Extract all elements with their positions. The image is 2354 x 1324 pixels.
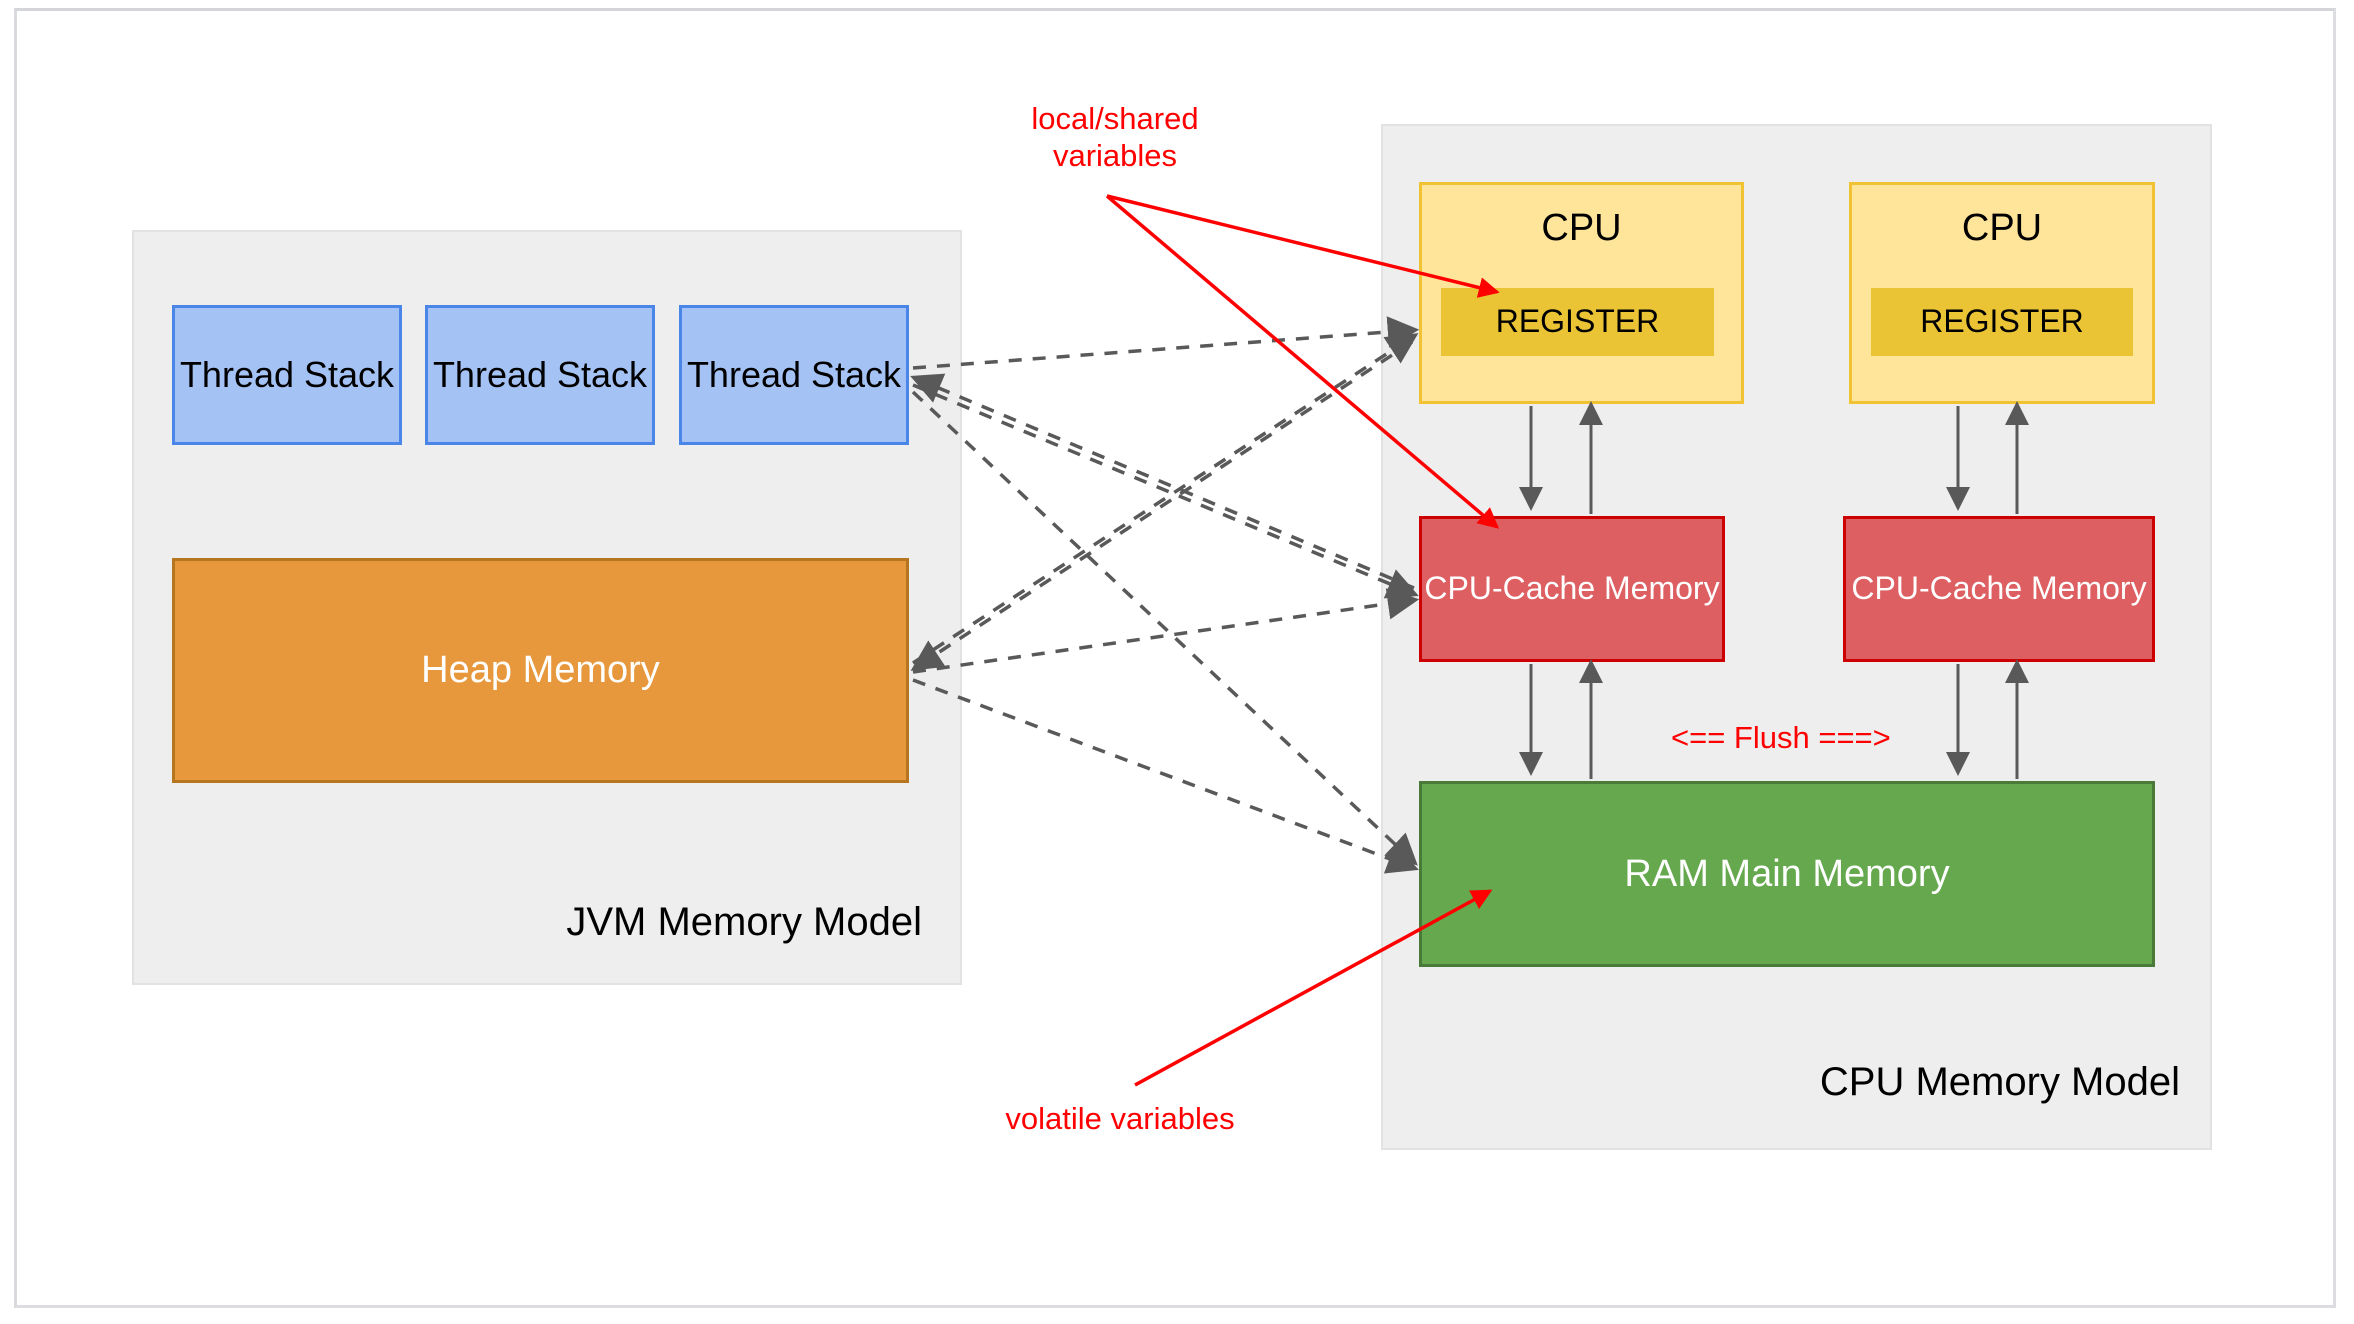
cpu-cache-label-1: CPU-Cache Memory (1424, 570, 1720, 607)
volatile-variables-annotation: volatile variables (1005, 1101, 1235, 1136)
thread-stack-box-1[interactable]: Thread Stack (172, 305, 402, 445)
register-box-1[interactable]: REGISTER (1441, 288, 1714, 356)
ram-main-memory-label: RAM Main Memory (1624, 852, 1950, 895)
register-box-2[interactable]: REGISTER (1871, 288, 2133, 356)
jvm-memory-model-label: JVM Memory Model (566, 900, 922, 944)
register-label-1: REGISTER (1495, 303, 1660, 340)
cpu-cache-box-2[interactable]: CPU-Cache Memory (1843, 516, 2155, 662)
thread-stack-label-1: Thread Stack (179, 353, 395, 395)
thread-stack-label-3: Thread Stack (686, 353, 902, 395)
cpu-label-2: CPU (1961, 207, 2043, 249)
cpu-label-1: CPU (1541, 207, 1622, 249)
cpu-memory-model-label: CPU Memory Model (1819, 1060, 2180, 1104)
heap-memory-box[interactable]: Heap Memory (172, 558, 909, 783)
thread-stack-box-2[interactable]: Thread Stack (425, 305, 655, 445)
ram-main-memory-box[interactable]: RAM Main Memory (1419, 781, 2155, 967)
thread-stack-label-2: Thread Stack (432, 353, 648, 395)
cpu-cache-label-2: CPU-Cache Memory (1851, 570, 2147, 607)
flush-label: <== Flush ===> (1671, 720, 1891, 755)
register-label-2: REGISTER (1920, 303, 2084, 340)
thread-stack-box-3[interactable]: Thread Stack (679, 305, 909, 445)
heap-memory-label: Heap Memory (421, 649, 660, 692)
local-shared-variables-annotation: local/shared variables (1031, 101, 1199, 174)
cpu-cache-box-1[interactable]: CPU-Cache Memory (1419, 516, 1725, 662)
